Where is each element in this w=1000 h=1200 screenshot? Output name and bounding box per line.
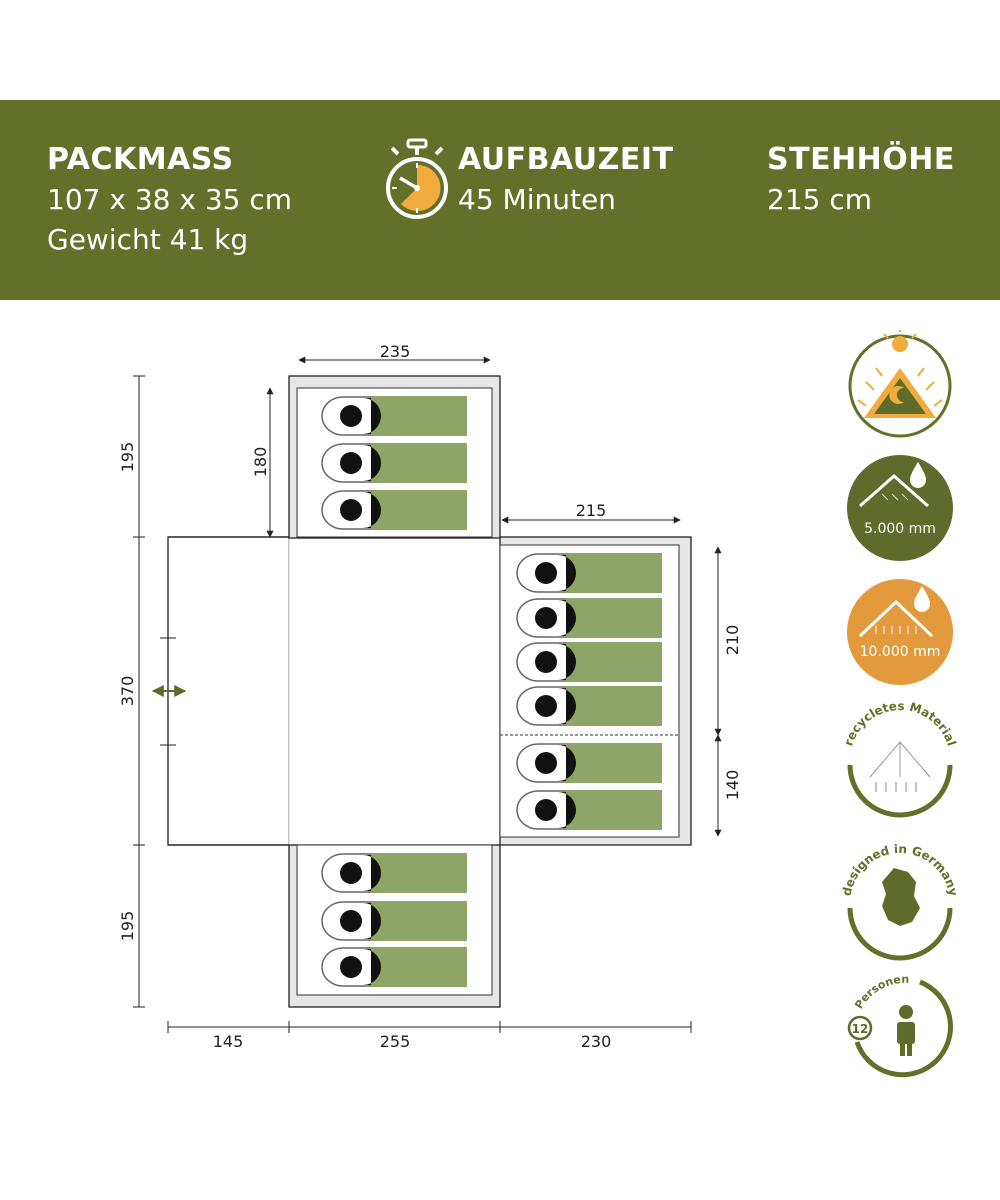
- sleeping-bag: [516, 641, 663, 683]
- sleeping-bag: [321, 395, 468, 437]
- persons-count: 12: [852, 1022, 869, 1036]
- sun-moon-tent-icon: [848, 330, 952, 438]
- sleeping-bag: [516, 552, 663, 594]
- standing-height-title: STEHHÖHE: [767, 142, 955, 177]
- sleeping-bags-bottom: [321, 852, 468, 988]
- sleeping-bag: [321, 900, 468, 942]
- dim-left-middle: 370: [118, 676, 137, 707]
- feature-badges: 5.000 mm 10.000 mm recycletes Material d…: [839, 330, 961, 1078]
- specs-banner: PACKMASS 107 x 38 x 35 cm Gewicht 41 kg …: [0, 100, 1000, 300]
- sleeping-bag: [516, 742, 663, 784]
- floor-plan-diagram: 235 180 215 210 140 195 370 195 145 255 …: [118, 342, 742, 1051]
- weight-value: Gewicht 41 kg: [47, 223, 249, 256]
- setup-time-title: AUFBAUZEIT: [458, 142, 674, 177]
- dim-left-top: 195: [118, 442, 137, 473]
- dim-right-cabin-upper: 210: [723, 625, 742, 656]
- pack-size-title: PACKMASS: [47, 142, 234, 177]
- sleeping-bag: [321, 442, 468, 484]
- dim-right-cabin-width: 215: [576, 501, 607, 520]
- sleeping-bag: [321, 852, 468, 894]
- tent-waterproof-icon: 5.000 mm: [847, 455, 953, 561]
- stopwatch-icon: [386, 138, 448, 219]
- sleeping-bag: [321, 946, 468, 988]
- dim-top-cabin-width: 235: [380, 342, 411, 361]
- floor-waterproof-icon: 10.000 mm: [847, 579, 953, 685]
- recycled-material-label: recycletes Material: [841, 699, 958, 748]
- floor-waterproof-label: 10.000 mm: [860, 644, 941, 660]
- standing-height-spec: STEHHÖHE 215 cm: [767, 140, 955, 220]
- dim-right-cabin-lower: 140: [723, 770, 742, 801]
- setup-time-value: 45 Minuten: [458, 183, 616, 216]
- pack-size-value: 107 x 38 x 35 cm: [47, 183, 293, 216]
- persons-label: Personen: [852, 973, 909, 1011]
- sleeping-bag: [516, 685, 663, 727]
- dimension-lines: [133, 356, 722, 1033]
- setup-time-spec: AUFBAUZEIT 45 Minuten: [458, 140, 674, 220]
- sleeping-bag: [516, 597, 663, 639]
- vestibule-area: [167, 536, 290, 846]
- sleeping-bags-top: [321, 395, 468, 531]
- tent-waterproof-label: 5.000 mm: [864, 521, 936, 537]
- entrance-marker: [151, 637, 187, 746]
- dim-bottom-middle: 255: [380, 1032, 411, 1051]
- sleeping-bag: [516, 789, 663, 831]
- person-icon: Personen 12: [847, 973, 953, 1078]
- pack-size-spec: PACKMASS 107 x 38 x 35 cm Gewicht 41 kg: [47, 140, 292, 260]
- dim-bottom-right: 230: [581, 1032, 612, 1051]
- dim-bottom-left: 145: [213, 1032, 244, 1051]
- sleeping-bag: [321, 489, 468, 531]
- standing-height-value: 215 cm: [767, 183, 873, 216]
- germany-map-icon: designed in Germany: [839, 842, 961, 961]
- dim-left-bottom: 195: [118, 911, 137, 942]
- recycled-tent-icon: recycletes Material: [841, 699, 959, 818]
- living-area: [289, 537, 500, 845]
- dim-top-cabin-depth: 180: [251, 447, 270, 478]
